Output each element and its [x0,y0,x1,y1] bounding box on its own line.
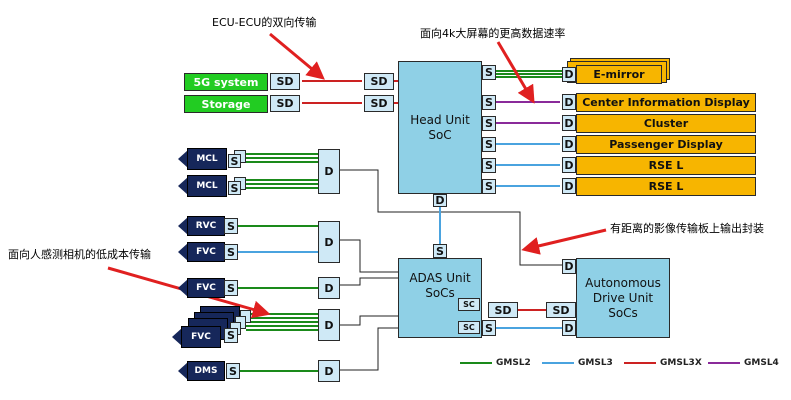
camera-lens-icon [178,243,188,261]
autonomous-line2: Drive Unit [592,290,654,305]
legend-item-gmsl2: GMSL2 [460,358,531,368]
display-passenger: Passenger Display [576,135,756,154]
head-unit-soc: Head Unit SoC [398,61,482,194]
display-cluster: Cluster [576,114,756,133]
legend-label: GMSL4 [744,358,779,368]
autonomous-line1: Autonomous [585,275,661,290]
deser-2: D [318,221,340,263]
annotation-bidirectional: ECU-ECU的双向传输 [212,16,317,29]
legend-label: GMSL3X [660,358,702,368]
arrow-long-distance [521,228,607,255]
camera-fvc-3-label: FVC [181,326,221,348]
link-d4-adas [340,315,398,326]
camera-fvc-2-label: FVC [187,278,225,298]
adas-s-top: S [433,244,447,258]
sd-head-1: SD [364,73,394,90]
camera-lens-icon [178,217,188,235]
sd-head-2: SD [364,95,394,112]
display-cid: Center Information Display [576,93,756,112]
link-d2-adas [340,239,398,273]
arrow-high-rate [496,41,535,104]
auto-sd-in: SD [546,302,576,318]
auto-d-bottom: D [562,320,576,336]
rvc-s: S [224,218,238,234]
display-rse-2: RSE L [576,177,756,196]
camera-mcl-1-label: MCL [187,148,227,170]
legend-swatch [542,362,574,364]
camera-lens-icon [178,279,188,297]
camera-dms-label: DMS [187,361,225,381]
legend-item-gmsl4: GMSL4 [708,358,779,368]
link-d1-head [340,169,562,266]
legend: GMSL2 GMSL3 GMSL3X GMSL4 [460,358,780,376]
rse1-d: D [562,157,576,173]
fvc3-s: S [224,328,238,343]
adas-sc-2: SC [458,321,480,334]
display-emirror: E-mirror [576,65,662,84]
autonomous-drive-unit: Autonomous Drive Unit SoCs [576,258,670,338]
passenger-d: D [562,136,576,152]
block-storage: Storage [184,95,268,113]
head-s-6: S [482,179,496,194]
annotation-low-cost-camera: 面向人感测相机的低成本传输 [8,248,151,261]
dms-s: S [226,363,240,379]
display-rse-1: RSE L [576,156,756,175]
head-s-2: S [482,95,496,110]
deser-5: D [318,360,340,382]
arrow-bidirectional [269,32,325,80]
head-s-5: S [482,158,496,173]
head-s-4: S [482,137,496,152]
head-s-1: S [482,65,496,80]
sd-5g: SD [270,73,300,90]
adas-sc-1: SC [458,298,480,311]
head-d-bottom: D [433,194,447,207]
legend-item-gmsl3: GMSL3 [542,358,613,368]
camera-fvc-1-label: FVC [187,242,225,262]
legend-swatch [460,362,492,364]
sd-storage: SD [270,95,300,112]
deser-1: D [318,149,340,194]
link-d3-adas [340,277,398,286]
camera-lens-icon [178,150,188,168]
camera-rvc-label: RVC [187,216,225,236]
deser-3: D [318,277,340,299]
camera-lens-icon [178,362,188,380]
mcl1-s: S [228,154,241,168]
auto-d-top: D [562,259,576,274]
legend-swatch [708,362,740,364]
camera-lens-icon [172,328,182,346]
legend-label: GMSL3 [578,358,613,368]
deser-4: D [318,309,340,341]
camera-lens-icon [178,177,188,195]
head-unit-line1: Head Unit [410,112,470,127]
autonomous-line3: SoCs [608,305,638,320]
head-unit-line2: SoC [428,127,452,142]
head-s-3: S [482,116,496,131]
adas-sd-out: SD [488,302,518,318]
annotation-high-rate: 面向4k大屏幕的更高数据速率 [420,27,566,40]
legend-label: GMSL2 [496,358,531,368]
rse2-d: D [562,178,576,194]
legend-item-gmsl3x: GMSL3X [624,358,702,368]
annotation-long-distance: 有距离的影像传输板上输出封装 [610,222,764,235]
legend-swatch [624,362,656,364]
emirror-d: D [562,67,576,82]
fvc2-s: S [224,280,238,296]
mcl2-s: S [228,181,241,195]
adas-s-out: S [482,320,496,336]
adas-unit-line2: SoCs [425,286,455,300]
block-5g-system: 5G system [184,73,268,91]
fvc1-s: S [224,244,238,260]
cid-d: D [562,94,576,110]
camera-mcl-2-label: MCL [187,175,227,197]
adas-unit-line1: ADAS Unit [409,271,471,285]
link-d5-adas [340,327,398,371]
cluster-d: D [562,115,576,131]
